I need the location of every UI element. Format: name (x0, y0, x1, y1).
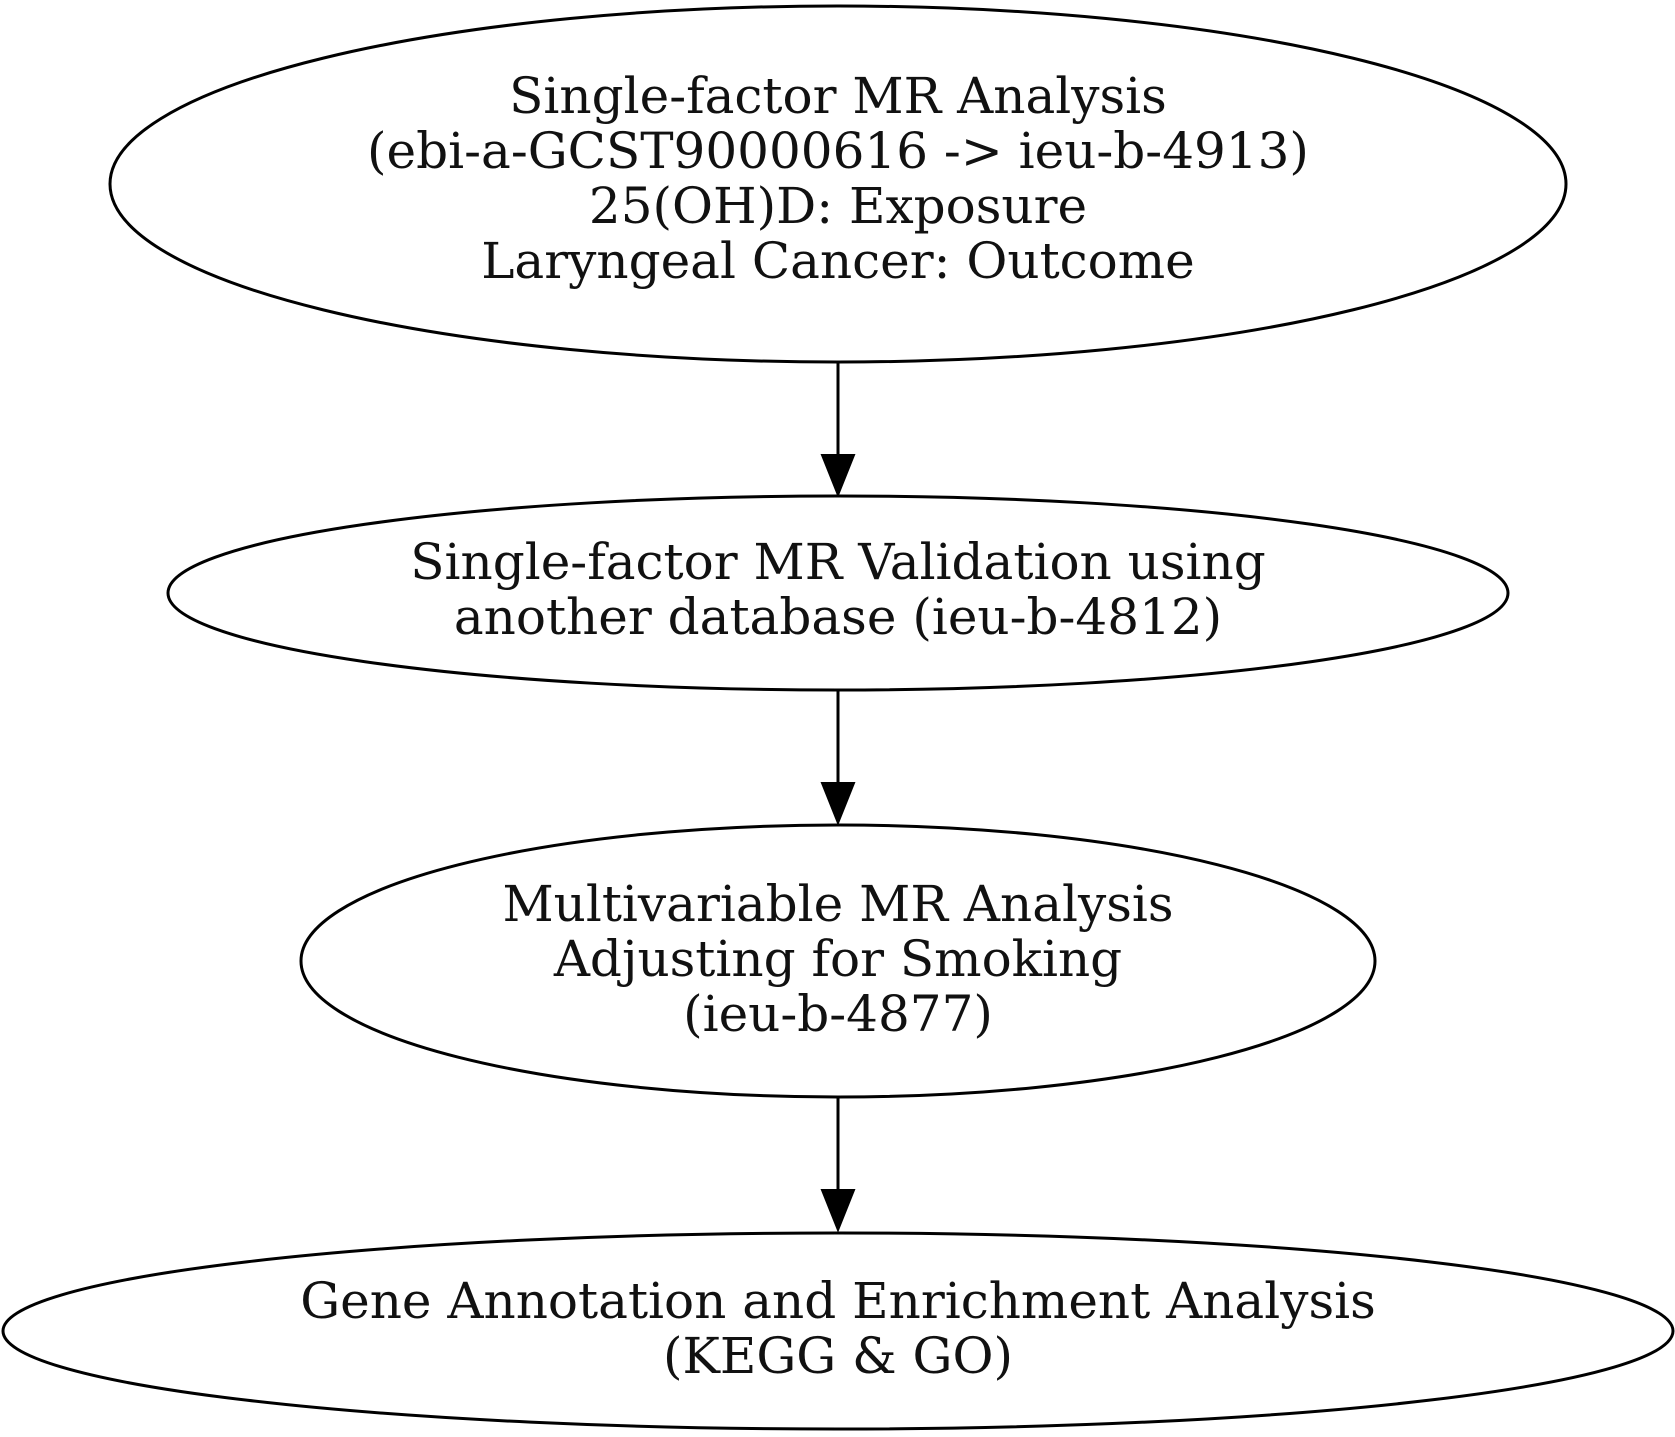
edge-analysis-to-validation (820, 362, 856, 498)
node-label-line: another database (ieu-b-4812) (454, 588, 1222, 646)
node-label-line: Single-factor MR Validation using (410, 533, 1265, 591)
node-single-factor-mr-validation: Single-factor MR Validation using anothe… (166, 494, 1510, 692)
node-ellipse (299, 823, 1377, 1099)
node-label-line: Laryngeal Cancer: Outcome (481, 232, 1195, 290)
node-label-line: (ieu-b-4877) (683, 985, 993, 1043)
edge-multivariable-to-gene-annotation (820, 1097, 856, 1233)
node-label-line: 25(OH)D: Exposure (589, 177, 1087, 235)
edge-validation-to-multivariable (820, 690, 856, 826)
node-label-line: Multivariable MR Analysis (502, 875, 1173, 933)
node-label-line: Adjusting for Smoking (553, 930, 1122, 988)
node-gene-annotation-enrichment: Gene Annotation and Enrichment Analysis … (1, 1231, 1675, 1431)
node-label-line: (ebi-a-GCST90000616 -> ieu-b-4913) (367, 122, 1309, 180)
node-label-line: (KEGG & GO) (663, 1327, 1013, 1385)
node-multivariable-mr-analysis: Multivariable MR Analysis Adjusting for … (299, 823, 1377, 1099)
node-ellipse (1, 1231, 1675, 1431)
node-label-line: Gene Annotation and Enrichment Analysis (300, 1272, 1376, 1330)
node-ellipse (166, 494, 1510, 692)
node-label-line: Single-factor MR Analysis (509, 67, 1167, 125)
node-single-factor-mr-analysis: Single-factor MR Analysis (ebi-a-GCST900… (108, 4, 1568, 364)
node-ellipse (108, 4, 1568, 364)
